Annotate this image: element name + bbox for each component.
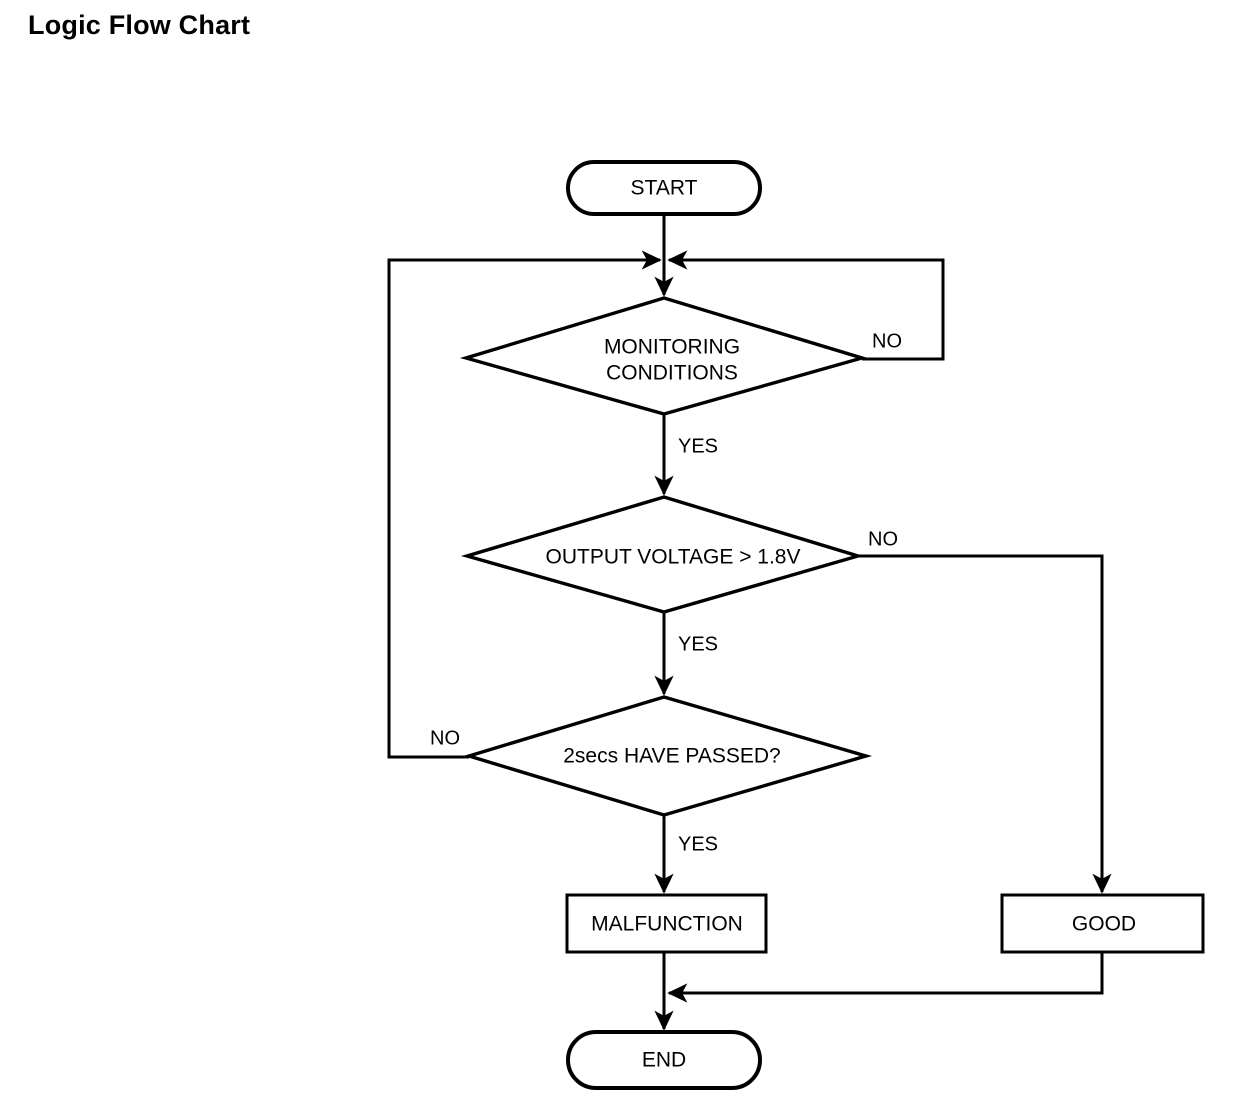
- connector-decision3-no-loopback: [387, 250, 662, 759]
- node-decision1-label-line1: MONITORING: [604, 336, 740, 359]
- edge-label-decision2-yes: YES: [678, 633, 718, 655]
- node-malfunction-label: MALFUNCTION: [591, 913, 743, 936]
- node-decision2-label: OUTPUT VOLTAGE > 1.8V: [546, 546, 801, 569]
- node-start[interactable]: [566, 160, 762, 216]
- connector-decision2-no-to-good: [858, 554, 1112, 894]
- edge-label-decision1-no: NO: [872, 330, 902, 352]
- page-title: Logic Flow Chart: [28, 10, 251, 40]
- node-end[interactable]: [566, 1030, 762, 1090]
- edge-label-decision3-yes: YES: [678, 833, 718, 855]
- connector-good-to-end: [667, 952, 1104, 1003]
- node-end-label: END: [642, 1049, 686, 1072]
- node-decision1-label-line2: CONDITIONS: [606, 362, 738, 385]
- edge-label-decision1-yes: YES: [678, 435, 718, 457]
- node-start-label: START: [631, 177, 698, 200]
- node-good-label: GOOD: [1072, 913, 1136, 936]
- connector-decision1-no-loopback: [667, 250, 945, 361]
- edge-label-decision2-no: NO: [868, 528, 898, 550]
- node-malfunction[interactable]: [565, 893, 768, 954]
- node-good[interactable]: [1000, 893, 1205, 954]
- node-decision-2secs-passed[interactable]: [463, 695, 873, 817]
- node-decision-monitoring-conditions[interactable]: [459, 296, 869, 416]
- node-decision-output-voltage[interactable]: [460, 495, 864, 614]
- node-decision3-label: 2secs HAVE PASSED?: [563, 745, 780, 768]
- edge-label-decision3-no: NO: [430, 727, 460, 749]
